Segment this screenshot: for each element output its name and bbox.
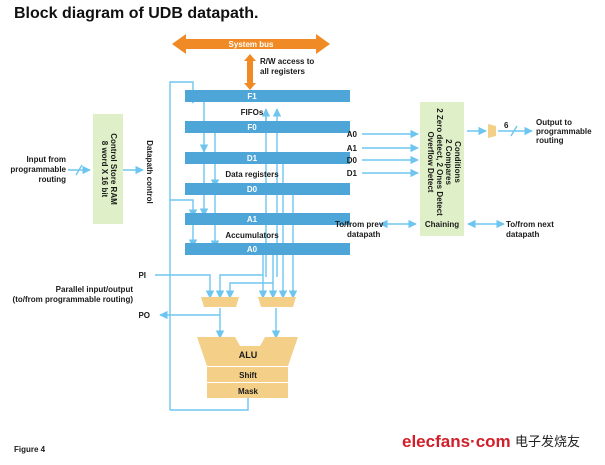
mask-block: [207, 383, 288, 398]
register-f0: [185, 121, 350, 133]
system-bus-arrow: [172, 34, 330, 54]
register-a0: [185, 243, 350, 255]
output-line1: Output to: [536, 118, 572, 127]
control-store: Input from programmable routing Control …: [10, 114, 154, 224]
output-line2: programmable: [536, 127, 592, 136]
conditions-rect: [420, 102, 464, 236]
mask-label: Mask: [238, 387, 259, 396]
cond-input-d0: D0: [347, 156, 358, 165]
conditions-line1: Conditions: [453, 141, 462, 183]
register-d1: [185, 152, 350, 164]
cs-input-line3: routing: [38, 175, 66, 184]
watermark-chinese: 电子发烧友: [515, 434, 580, 450]
register-a1: [185, 213, 350, 225]
watermark-logo: elecfans·com 电子发烧友: [402, 432, 580, 451]
parallel-io-label-line1: Parallel input/output: [56, 285, 134, 294]
cs-input-line1: Input from: [26, 155, 66, 164]
mux-right: [258, 297, 296, 307]
output-mux: [488, 124, 496, 138]
system-bus: System bus R/W access to all registers: [172, 34, 330, 90]
shift-block: [207, 367, 288, 382]
cond-input-a0: A0: [347, 130, 358, 139]
data-registers-label: Data registers: [225, 170, 279, 179]
register-a1-label: A1: [247, 215, 258, 224]
alu-label: ALU: [239, 350, 258, 360]
rw-access-label-line2: all registers: [260, 67, 305, 76]
fifos-label: FIFOs: [241, 108, 264, 117]
register-a0-label: A0: [247, 245, 258, 254]
next-datapath-line1: To/from next: [506, 220, 554, 229]
register-file: F1 FIFOs F0 D1 Data registers D0 A1 Accu…: [185, 90, 350, 255]
next-datapath-line2: datapath: [506, 230, 539, 239]
alu-block: [197, 337, 298, 366]
control-store-label-line1: Control Store RAM: [109, 133, 118, 205]
prev-datapath-line1: To/from prev: [335, 220, 384, 229]
conditions-line4: Overflow Detect: [426, 132, 435, 193]
parallel-io: PI PO Parallel input/output (to/from pro…: [13, 271, 150, 320]
rw-access-arrow: [244, 54, 256, 90]
register-d0: [185, 183, 350, 195]
control-store-ram-block: [93, 114, 123, 224]
register-d0-label: D0: [247, 185, 258, 194]
alu-stack: ALU Shift Mask: [197, 297, 298, 398]
diagram-title: Block diagram of UDB datapath.: [14, 5, 258, 22]
register-f0-label: F0: [247, 123, 257, 132]
register-d1-label: D1: [247, 154, 258, 163]
system-bus-label: System bus: [229, 40, 274, 49]
rw-access-label-line1: R/W access to: [260, 57, 314, 66]
cond-input-a1: A1: [347, 144, 358, 153]
pi-label: PI: [138, 271, 146, 280]
register-f1: [185, 90, 350, 102]
conditions-line3: 2 Zero detect, 2 Ones Detect: [435, 108, 444, 216]
parallel-io-label-line2: (to/from programmable routing): [13, 295, 134, 304]
po-label: PO: [138, 311, 150, 320]
output-width-label: 6: [504, 121, 509, 130]
datapath-control-label: Datapath control: [145, 140, 154, 204]
cond-input-d1: D1: [347, 169, 358, 178]
shift-label: Shift: [239, 371, 257, 380]
control-store-label-line2: 8 word X 16 bit: [100, 141, 109, 198]
chaining-label: Chaining: [425, 220, 459, 229]
watermark-brand: elecfans·com: [402, 432, 511, 451]
output-line3: routing: [536, 136, 564, 145]
register-f1-label: F1: [247, 92, 257, 101]
figure-label: Figure 4: [14, 445, 46, 454]
accumulators-label: Accumulators: [225, 231, 279, 240]
mux-left: [201, 297, 239, 307]
prev-datapath-line2: datapath: [347, 230, 380, 239]
conditions-block: A0 A1 D0 D1 Conditions 2 Compares 2 Zero…: [335, 102, 592, 239]
conditions-line2: 2 Compares: [444, 139, 453, 185]
cs-input-line2: programmable: [10, 165, 66, 174]
